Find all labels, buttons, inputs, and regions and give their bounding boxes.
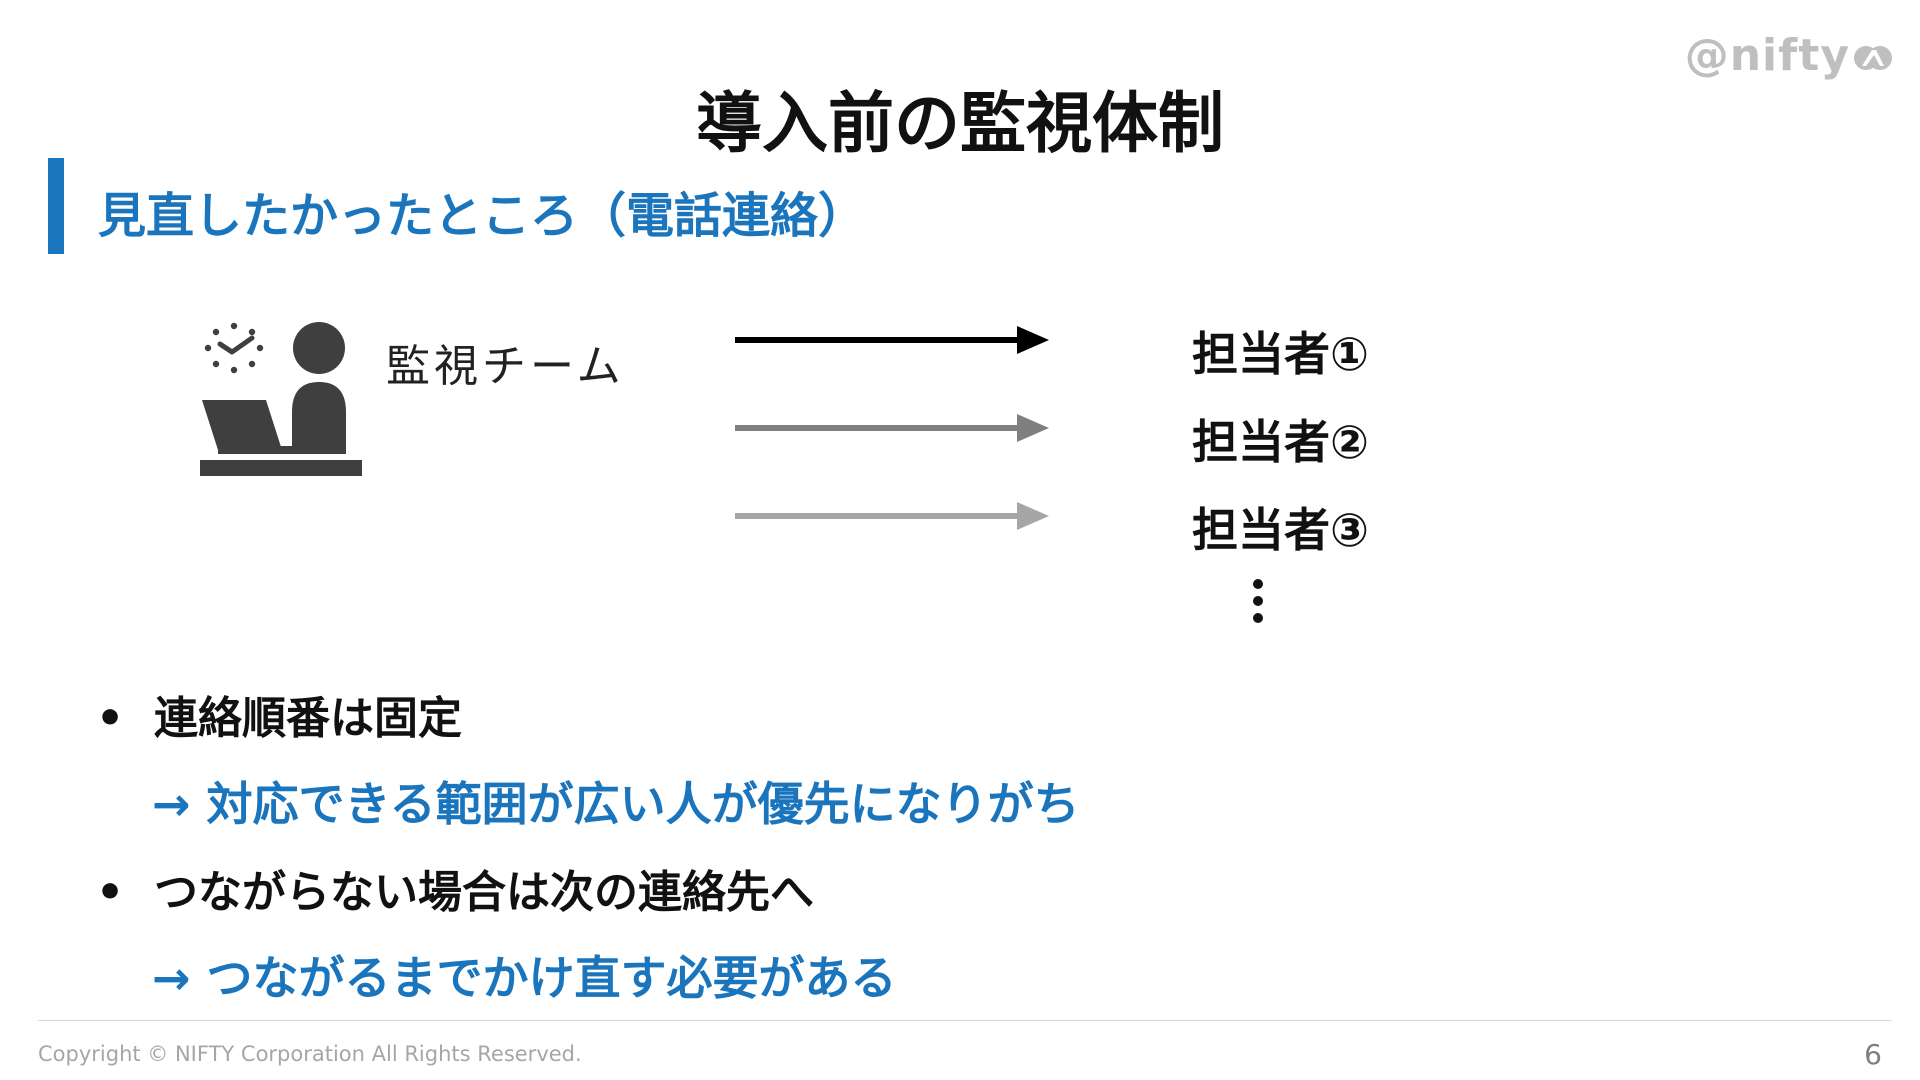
copyright-text: Copyright © NIFTY Corporation All Rights… bbox=[38, 1042, 582, 1066]
footer-divider bbox=[38, 1020, 1892, 1021]
section-accent-bar bbox=[48, 158, 64, 254]
bullet-item-2: • つながらない場合は次の連絡先へ bbox=[96, 856, 814, 920]
person-3-label: 担当者③ bbox=[1192, 503, 1369, 557]
arrow-head-1 bbox=[1017, 326, 1049, 354]
bullet-consequence-1: → 対応できる範囲が広い人が優先になりがち bbox=[152, 777, 1080, 831]
section-subtitle: 見直したかったところ（電話連絡） bbox=[98, 188, 867, 244]
person-1-label: 担当者① bbox=[1192, 327, 1369, 381]
page-number: 6 bbox=[1864, 1038, 1882, 1071]
team-label: 監視チーム bbox=[386, 341, 625, 392]
arrow-head-2 bbox=[1017, 414, 1049, 442]
nifty-logo: @nifty bbox=[1685, 30, 1892, 81]
vertical-ellipsis-icon bbox=[1253, 579, 1263, 623]
bullet-marker: • bbox=[96, 693, 125, 744]
logo-mark-icon bbox=[1854, 46, 1892, 70]
contact-arrows bbox=[735, 326, 1049, 530]
logo-text: @nifty bbox=[1684, 30, 1850, 81]
arrow-head-3 bbox=[1017, 502, 1049, 530]
bullet-text: 連絡順番は固定 bbox=[154, 693, 462, 744]
slide-title: 導入前の監視体制 bbox=[696, 85, 1224, 162]
bullet-consequence-2: → つながるまでかけ直す必要がある bbox=[152, 951, 897, 1005]
bullet-item-1: • 連絡順番は固定 bbox=[96, 682, 462, 746]
monitoring-team-icon bbox=[200, 322, 362, 476]
person-2-label: 担当者② bbox=[1192, 415, 1369, 469]
bullet-text: つながらない場合は次の連絡先へ bbox=[154, 867, 814, 918]
bullet-marker: • bbox=[96, 867, 125, 918]
